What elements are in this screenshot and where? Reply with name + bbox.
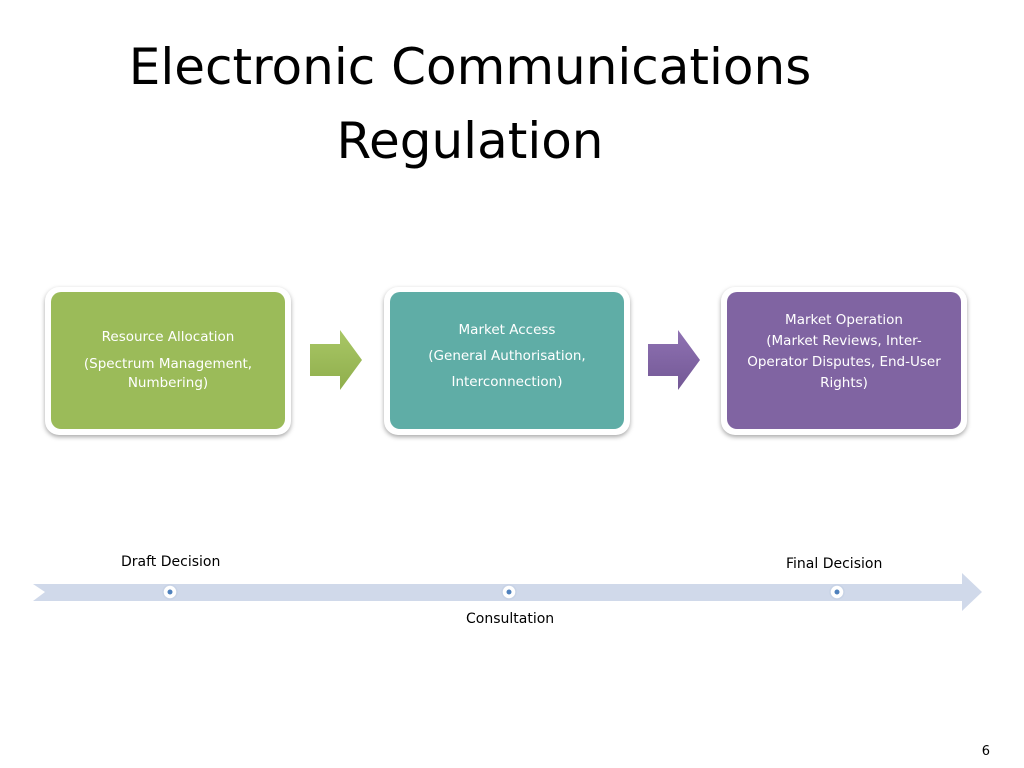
step-detail: (Spectrum Management, Numbering) xyxy=(83,356,253,391)
timeline-marker-consultation xyxy=(501,584,517,600)
timeline-label-consultation: Consultation xyxy=(466,611,555,627)
slide-title-line-2: Regulation xyxy=(336,112,604,170)
step-detail-line-2: Interconnection) xyxy=(451,373,563,390)
slide-title-line-1: Electronic Communications xyxy=(128,38,812,96)
process-step-resource-allocation: Resource Allocation (Spectrum Management… xyxy=(45,287,291,435)
process-step-box: Resource Allocation (Spectrum Management… xyxy=(51,292,285,429)
step-heading: Market Operation xyxy=(785,311,903,328)
purple-right-arrow-icon xyxy=(648,330,700,390)
step-detail: (Market Reviews, Inter-Operator Disputes… xyxy=(747,332,941,391)
slide-title: Electronic Communications Regulation xyxy=(60,30,880,178)
timeline-label-final-decision: Final Decision xyxy=(786,556,883,572)
timeline-marker-final xyxy=(829,584,845,600)
process-step-box: Market Access (General Authorisation, In… xyxy=(390,292,624,429)
timeline-label-draft-decision: Draft Decision xyxy=(121,554,221,570)
step-detail-line-1: (General Authorisation, xyxy=(428,347,586,364)
green-right-arrow-icon xyxy=(310,330,362,390)
page-number: 6 xyxy=(981,744,990,759)
step-heading: Resource Allocation xyxy=(101,329,235,345)
timeline-marker-draft xyxy=(162,584,178,600)
process-step-box: Market Operation (Market Reviews, Inter-… xyxy=(727,292,961,429)
step-heading: Market Access xyxy=(458,321,556,338)
process-step-market-access: Market Access (General Authorisation, In… xyxy=(384,287,630,435)
process-step-market-operation: Market Operation (Market Reviews, Inter-… xyxy=(721,287,967,435)
